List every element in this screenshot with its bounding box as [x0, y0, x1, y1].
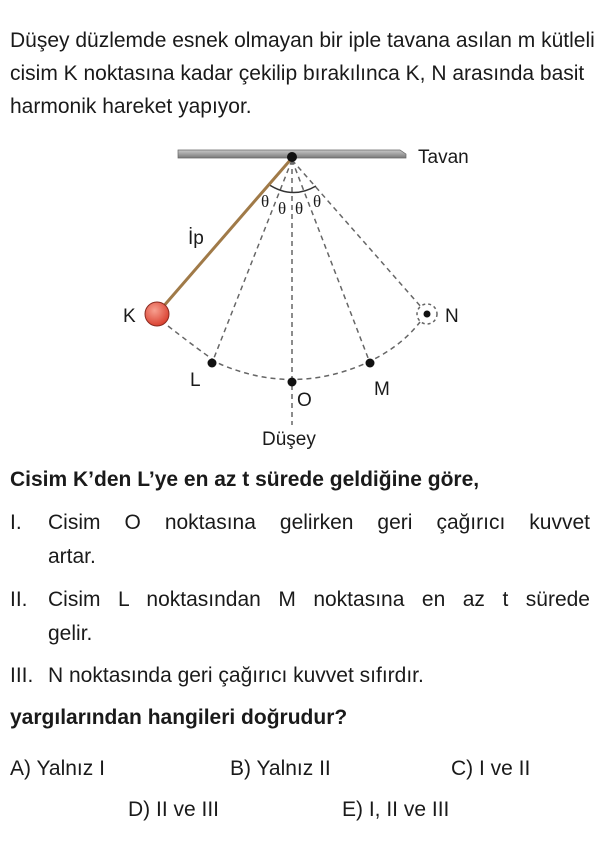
statement-number: II.	[10, 588, 28, 611]
label-k: K	[123, 306, 136, 327]
label-o: O	[297, 390, 312, 411]
option-e[interactable]: E) I, II ve III	[342, 798, 450, 821]
ceiling-label: Tavan	[418, 147, 469, 168]
point-n	[423, 310, 431, 318]
condition-text: Cisim K’den L’ye en az t sürede geldiğin…	[10, 468, 480, 491]
label-n: N	[445, 306, 459, 327]
statement-number: I.	[10, 511, 22, 534]
dashed-line-n	[291, 159, 423, 309]
angle-theta-1: θ	[261, 192, 269, 211]
pendulum-diagram: Tavan İp Düşey K L O M N θ θ θ θ	[123, 147, 469, 450]
vertical-label: Düşey	[262, 429, 316, 450]
rope	[160, 157, 294, 309]
statement-number: III.	[10, 664, 34, 687]
dashed-line-m	[291, 159, 371, 364]
angle-arc	[267, 183, 317, 194]
statement-3: III. N noktasında geri çağırıcı kuvvet s…	[10, 659, 590, 693]
n-position-ring	[416, 303, 438, 325]
statement-line: Cisim L noktasından M noktasına en az t …	[48, 588, 590, 611]
point-o	[287, 377, 297, 387]
label-l: L	[190, 370, 201, 391]
angle-theta-2: θ	[278, 199, 286, 218]
statement-line: Cisim O noktasına gelirken geri çağırıcı…	[48, 511, 590, 534]
option-c[interactable]: C) I ve II	[451, 757, 531, 780]
option-d[interactable]: D) II ve III	[128, 798, 220, 821]
statement-2: II. Cisim L noktasından M noktasına en a…	[10, 583, 590, 651]
question-text: yargılarından hangileri doğrudur?	[10, 706, 348, 729]
swing-arc	[167, 321, 421, 381]
angle-theta-3: θ	[295, 199, 303, 218]
statement-1: I. Cisim O noktasına gelirken geri çağır…	[10, 506, 590, 574]
pivot-point	[287, 152, 297, 162]
statement-line: artar.	[48, 545, 96, 568]
point-l	[207, 358, 217, 368]
point-m	[365, 358, 375, 368]
statement-line: N noktasında geri çağırıcı kuvvet sıfırd…	[48, 664, 424, 687]
option-b[interactable]: B) Yalnız II	[230, 757, 331, 780]
dashed-line-l	[211, 159, 293, 364]
angle-theta-4: θ	[313, 192, 321, 211]
ball-k	[144, 301, 170, 327]
label-m: M	[374, 379, 390, 400]
statement-line: gelir.	[48, 622, 93, 645]
rope-label: İp	[188, 228, 204, 249]
intro-text: Düşey düzlemde esnek olmayan bir iple ta…	[10, 29, 595, 118]
option-a[interactable]: A) Yalnız I	[10, 757, 105, 780]
